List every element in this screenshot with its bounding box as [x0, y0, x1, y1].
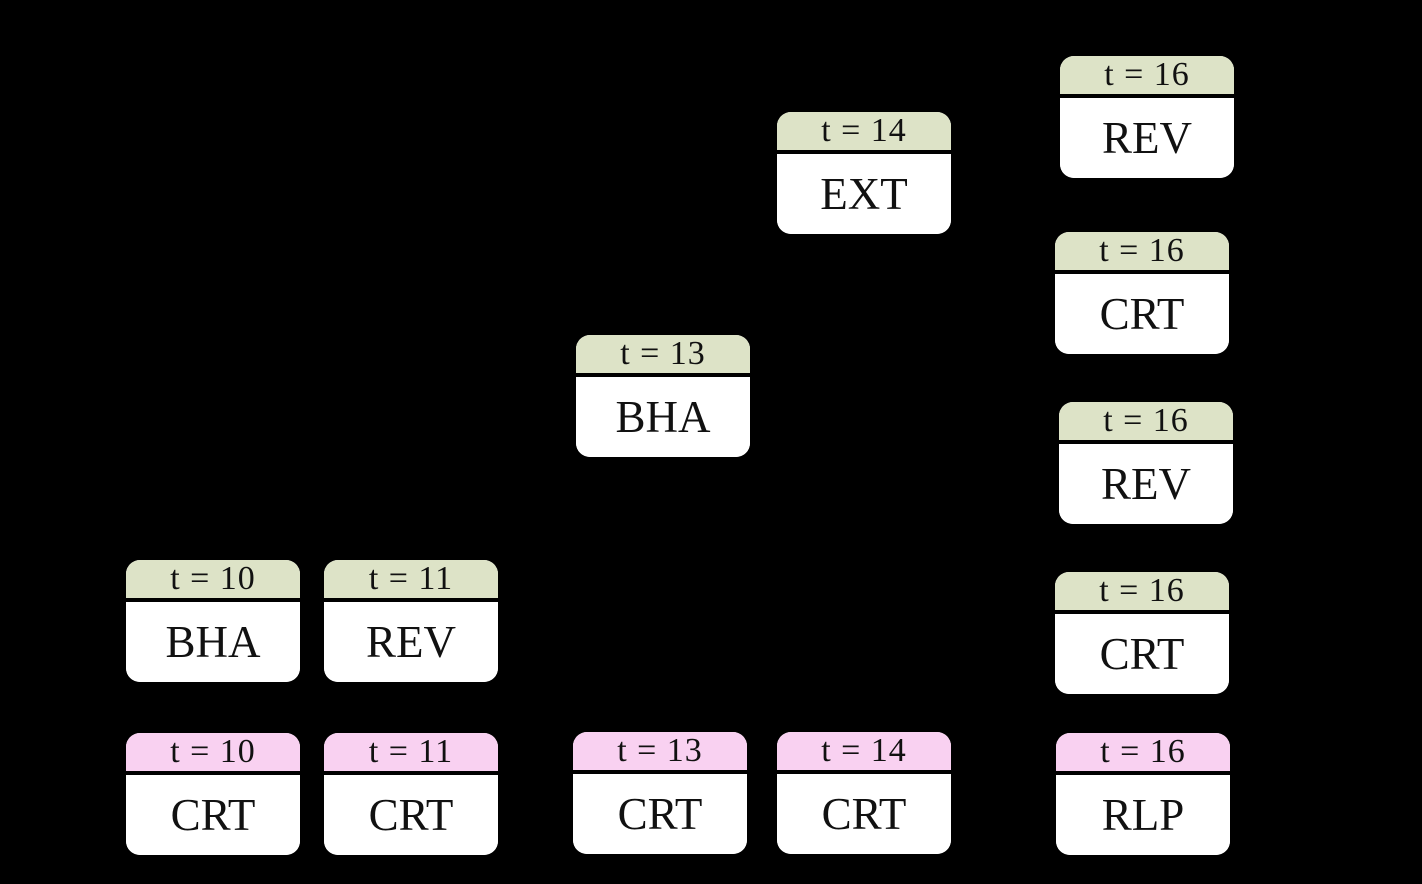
node-state-label: REV — [1101, 458, 1191, 509]
tree-node: t = 13 BHA — [576, 335, 750, 457]
tree-node: t = 13 CRT — [573, 732, 747, 854]
tree-node: t = 16 RLP — [1056, 733, 1230, 855]
node-state-body: BHA — [576, 377, 750, 457]
tree-node: t = 16 CRT — [1055, 572, 1229, 694]
tree-node: t = 10 CRT — [126, 733, 300, 855]
tree-node: t = 11 CRT — [324, 733, 498, 855]
node-state-label: REV — [1102, 112, 1192, 163]
node-time-header: t = 10 — [126, 733, 300, 775]
node-time-header: t = 14 — [777, 112, 951, 154]
node-state-label: REV — [366, 616, 456, 667]
node-time-label: t = 16 — [1103, 402, 1189, 439]
node-state-label: RLP — [1101, 789, 1185, 840]
node-time-header: t = 11 — [324, 560, 498, 602]
node-time-label: t = 11 — [368, 733, 454, 770]
tree-node: t = 11 REV — [324, 560, 498, 682]
node-time-label: t = 10 — [170, 733, 256, 770]
node-time-label: t = 14 — [821, 112, 907, 149]
node-state-label: BHA — [165, 616, 261, 667]
node-state-label: CRT — [1099, 288, 1185, 339]
node-time-label: t = 14 — [821, 732, 907, 769]
node-time-header: t = 14 — [777, 732, 951, 774]
node-state-body: CRT — [573, 774, 747, 854]
node-time-header: t = 13 — [576, 335, 750, 377]
node-state-body: RLP — [1056, 775, 1230, 855]
node-state-body: CRT — [1055, 614, 1229, 694]
node-state-label: CRT — [1099, 628, 1185, 679]
node-state-body: BHA — [126, 602, 300, 682]
node-time-label: t = 13 — [620, 335, 706, 372]
node-state-label: CRT — [170, 789, 256, 840]
node-state-body: REV — [1060, 98, 1234, 178]
node-state-body: CRT — [1055, 274, 1229, 354]
tree-node: t = 14 EXT — [777, 112, 951, 234]
node-state-label: CRT — [617, 788, 703, 839]
node-time-header: t = 13 — [573, 732, 747, 774]
node-state-body: CRT — [324, 775, 498, 855]
node-time-header: t = 10 — [126, 560, 300, 602]
node-state-label: BHA — [615, 391, 711, 442]
node-time-label: t = 16 — [1099, 232, 1185, 269]
node-time-label: t = 13 — [617, 732, 703, 769]
node-state-label: CRT — [821, 788, 907, 839]
node-time-label: t = 16 — [1104, 56, 1190, 93]
node-state-body: REV — [324, 602, 498, 682]
node-time-label: t = 10 — [170, 560, 256, 597]
node-time-label: t = 16 — [1099, 572, 1185, 609]
node-time-header: t = 16 — [1056, 733, 1230, 775]
node-time-header: t = 11 — [324, 733, 498, 775]
node-state-body: CRT — [777, 774, 951, 854]
node-state-body: REV — [1059, 444, 1233, 524]
tree-node: t = 16 REV — [1059, 402, 1233, 524]
node-time-label: t = 16 — [1100, 733, 1186, 770]
tree-node: t = 14 CRT — [777, 732, 951, 854]
node-time-header: t = 16 — [1059, 402, 1233, 444]
node-state-body: CRT — [126, 775, 300, 855]
node-state-label: EXT — [820, 168, 908, 219]
tree-node: t = 16 REV — [1060, 56, 1234, 178]
node-state-body: EXT — [777, 154, 951, 234]
node-time-header: t = 16 — [1055, 232, 1229, 274]
node-time-label: t = 11 — [368, 560, 454, 597]
tree-node: t = 10 BHA — [126, 560, 300, 682]
node-time-header: t = 16 — [1055, 572, 1229, 614]
node-state-label: CRT — [368, 789, 454, 840]
node-time-header: t = 16 — [1060, 56, 1234, 98]
tree-node: t = 16 CRT — [1055, 232, 1229, 354]
